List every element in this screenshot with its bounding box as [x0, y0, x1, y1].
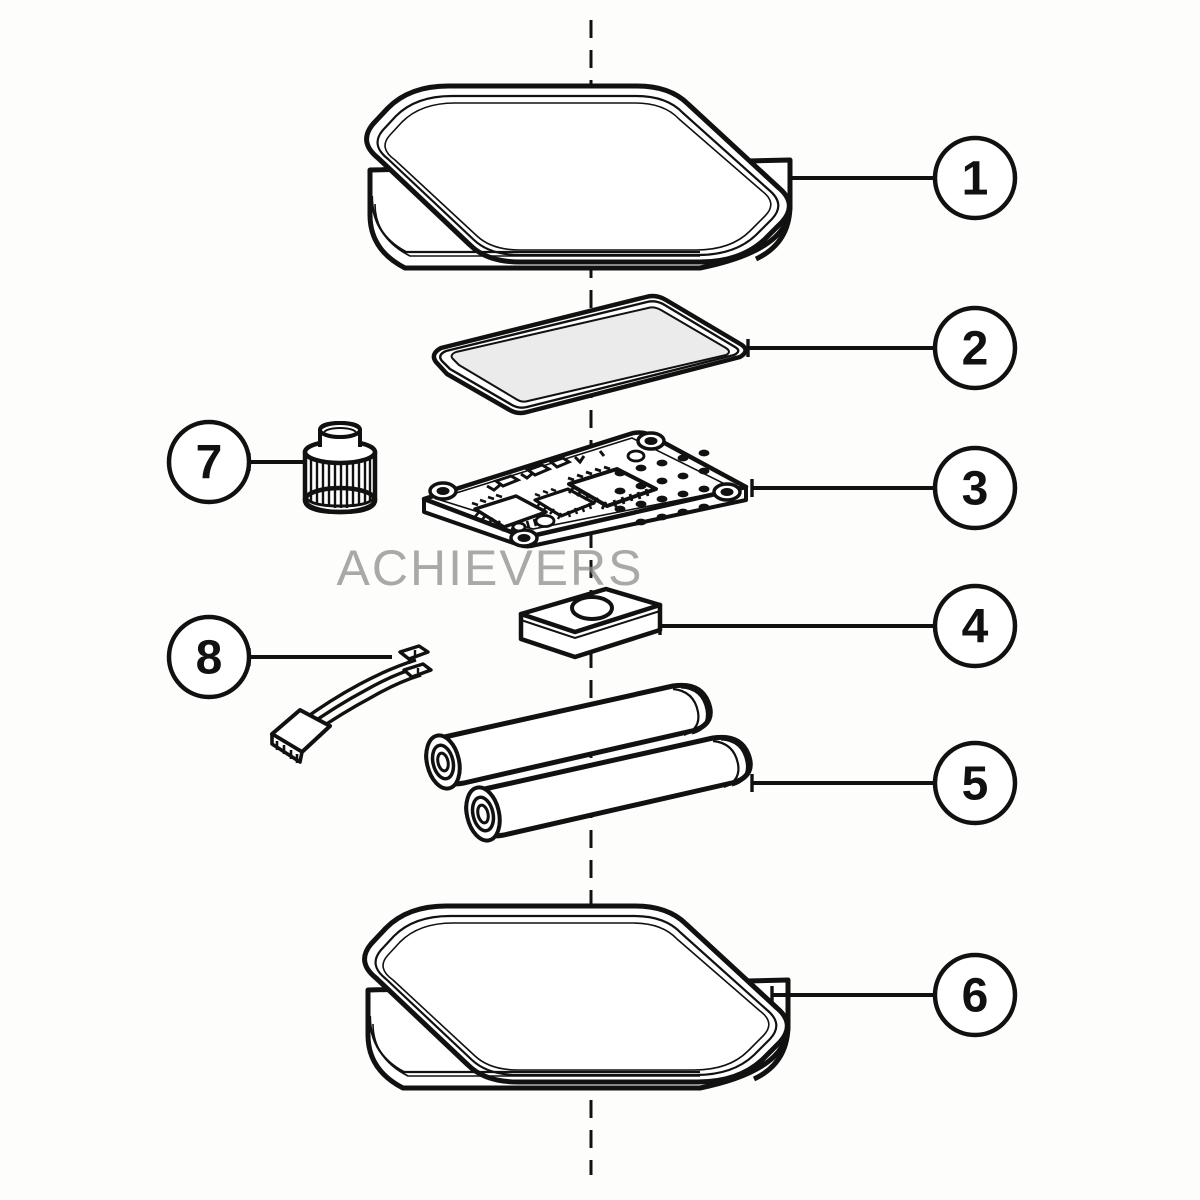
callout-2[interactable]: 2 [746, 305, 1018, 391]
connector-large-edge [301, 725, 331, 753]
mounting-hole-top-bore [644, 437, 658, 445]
battery-rear-groove-1 [680, 685, 709, 735]
callout-bubble-2[interactable] [932, 305, 1018, 391]
gasket-mid-outline [439, 300, 740, 409]
pcb-smd-markings [486, 450, 606, 492]
part-battery-cells[interactable] [421, 682, 753, 844]
knob-base-ellipse [302, 485, 378, 515]
harness-connector-small [398, 644, 433, 679]
ic-middle-pins [534, 487, 593, 520]
knob-base-collar [303, 493, 377, 508]
base-inner-rim-line [374, 914, 778, 1077]
base-skirt-line-2 [372, 1023, 700, 1077]
battery-front-terminal-ring-inner [476, 803, 490, 825]
harness-connector-large [270, 708, 332, 764]
callout-5[interactable]: 5 [750, 740, 1018, 826]
base-top-face [362, 903, 790, 1085]
callout-4[interactable]: 4 [658, 583, 1018, 669]
cover-top-face [364, 83, 792, 265]
battery-cell-front [464, 734, 753, 843]
callout-number-3: 3 [962, 463, 989, 516]
callout-layer: 1 2 3 4 5 6 7 8 [166, 135, 1018, 1038]
callout-7[interactable]: 7 [166, 419, 305, 505]
part-top-enclosure-cover[interactable] [364, 83, 793, 271]
part-main-pcb-assembly[interactable] [421, 430, 749, 549]
part-buzzer-module[interactable] [518, 586, 663, 660]
connector-large-face [270, 732, 304, 764]
pcb-ic-chip-right [567, 465, 658, 510]
callout-bubble-8[interactable] [166, 614, 252, 700]
part-knurled-cap-knob[interactable] [302, 420, 378, 515]
callout-3[interactable]: 3 [750, 445, 1018, 531]
ic-right-pins [567, 465, 650, 510]
callout-number-5: 5 [962, 758, 989, 811]
callout-bubble-5[interactable] [932, 740, 1018, 826]
battery-front-groove-2 [712, 739, 740, 789]
cover-right-edge [754, 160, 793, 262]
pcb-via-hole-grid [614, 449, 710, 526]
gasket-inner-window [450, 306, 730, 403]
part-bottom-enclosure-base[interactable] [362, 903, 791, 1091]
cap-2 [511, 521, 527, 533]
part-display-window-gasket[interactable] [431, 293, 748, 416]
watermark-label: ACHIEVERS [337, 540, 644, 596]
battery-rear-groove-2 [672, 687, 700, 737]
buzzer-sound-port [570, 595, 614, 621]
callout-1[interactable]: 1 [788, 135, 1018, 221]
callout-bubble-3[interactable] [932, 445, 1018, 531]
callout-number-7: 7 [196, 437, 223, 490]
pcb-small-parts [511, 449, 646, 533]
part-wire-harness-cable[interactable] [270, 644, 433, 764]
mounting-hole-left-bore [436, 487, 450, 495]
callout-number-8: 8 [196, 632, 223, 685]
mounting-hole-bottom-bore [517, 534, 531, 542]
smd-pad-3 [547, 456, 573, 469]
cover-inner-parting-line-2 [384, 102, 772, 251]
base-inner-rim-line-2 [382, 922, 770, 1071]
battery-front-groove-1 [720, 737, 749, 787]
mounting-hole-right-bore [720, 488, 734, 496]
connector-small-details [407, 650, 420, 673]
ic-right-body [567, 467, 658, 508]
callout-bubble-7[interactable] [166, 419, 252, 505]
pcb-mounting-holes [428, 431, 742, 548]
callout-number-6: 6 [962, 970, 989, 1023]
battery-rear-terminal-ring-inner [436, 751, 450, 773]
callout-6[interactable]: 6 [770, 952, 1018, 1038]
callout-number-1: 1 [962, 153, 989, 206]
cover-skirt-line-2 [374, 203, 700, 257]
smd-pad-1 [492, 474, 522, 488]
cover-inner-parting-line [376, 94, 780, 257]
callout-bubble-6[interactable] [932, 952, 1018, 1038]
base-right-edge [752, 980, 791, 1082]
pcb-ic-chip-left [471, 493, 548, 535]
callout-number-4: 4 [962, 601, 989, 654]
cap-1 [534, 514, 556, 528]
buzzer-parting-line [520, 610, 661, 640]
knob-boss-inner-ring [323, 427, 357, 439]
connector-large-pins [275, 741, 299, 763]
callout-bubble-1[interactable] [932, 135, 1018, 221]
callout-number-2: 2 [962, 323, 989, 376]
battery-cell-rear [424, 682, 713, 791]
callout-8[interactable]: 8 [166, 614, 392, 700]
callout-bubble-4[interactable] [932, 583, 1018, 669]
cap-3 [626, 449, 646, 463]
